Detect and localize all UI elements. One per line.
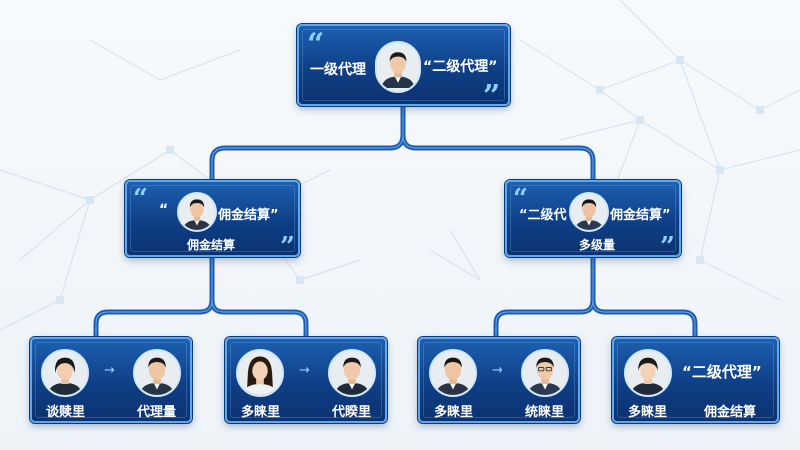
bottom-node-card-3: → 多睐里 统睐里 [418, 337, 580, 423]
avatar-woman-4 [624, 349, 672, 397]
bottom-2-right-label: 代睽里 [332, 405, 372, 420]
mid-left-node-card: “ “ 佣金结算” 佣金结算 ” [125, 180, 300, 262]
avatar-man-mid-right [569, 192, 609, 232]
quote-open-icon: “ [133, 184, 148, 214]
mid-right-title: 佣金结算” [610, 208, 671, 223]
avatar-woman-1 [41, 349, 89, 397]
bottom-4-headline: “二级代理” [682, 363, 762, 381]
top-right-text: “二级代理” [423, 59, 498, 75]
avatar-man-3a [429, 349, 477, 397]
bottom-3-right-label: 统睐里 [525, 405, 565, 420]
bottom-2-left-label: 多睐里 [241, 405, 281, 420]
avatar-man-mid-left [177, 192, 217, 232]
avatar-man-2 [328, 349, 376, 397]
arrow-right-icon: → [492, 363, 503, 378]
avatar-woman-2 [236, 349, 284, 397]
bottom-3-left-label: 多睐里 [434, 405, 474, 420]
top-left-text: 一级代理 [310, 62, 366, 78]
bottom-node-card-2: → 多睐里 代睽里 [225, 337, 387, 423]
mid-left-title-open: “ [159, 202, 169, 218]
avatar-man-top [375, 41, 421, 93]
bottom-4-right-label: 佣金结算 [704, 405, 757, 420]
bottom-node-card-1: → 谈赎里 代理量 [30, 337, 192, 423]
bottom-1-right-label: 代理量 [137, 405, 177, 420]
mid-right-subtitle: 多级量 [579, 238, 616, 252]
avatar-man-3b [521, 349, 569, 397]
quote-close-icon: ” [280, 232, 295, 262]
quote-close-icon: ” [660, 232, 675, 262]
mid-right-title-open: “二级代 [519, 208, 567, 223]
bottom-1-left-label: 谈赎里 [46, 405, 86, 420]
mid-right-node-card: “ “二级代 佣金结算” 多级量 ” [505, 180, 681, 262]
arrow-right-icon: → [299, 363, 310, 378]
arrow-right-icon: → [104, 363, 115, 378]
quote-close-icon: ” [483, 79, 501, 114]
quote-open-icon: “ [513, 184, 528, 214]
avatar-man-1 [133, 349, 181, 397]
quote-open-icon: “ [307, 27, 325, 62]
top-node-card: “ 一级代理 “二级代理” ” [297, 24, 510, 112]
mid-left-subtitle: 佣金结算 [187, 238, 236, 252]
bottom-4-left-label: 多睐里 [628, 405, 668, 420]
bottom-node-card-4: “二级代理” 多睐里 佣金结算 [612, 337, 779, 423]
mid-left-title: 佣金结算” [218, 208, 279, 223]
